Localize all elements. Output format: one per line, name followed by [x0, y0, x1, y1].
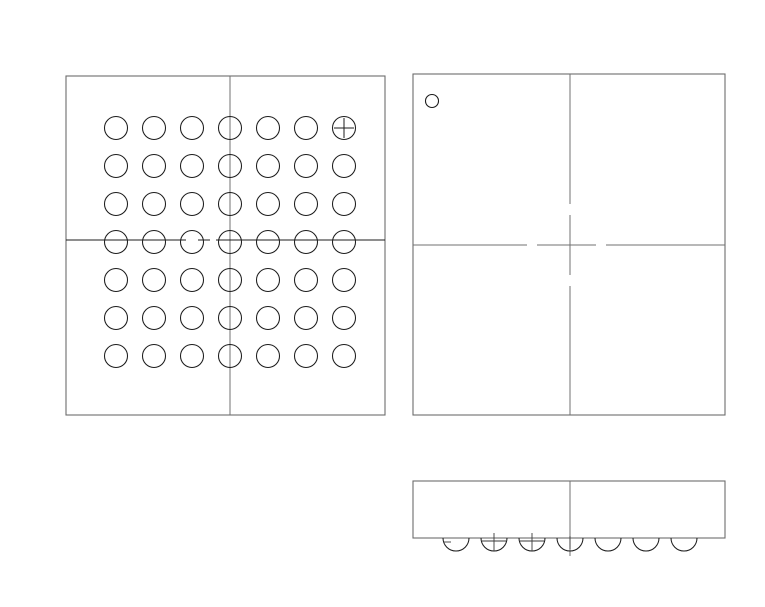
ball-pad: [293, 191, 319, 217]
ball-pad: [255, 267, 281, 293]
ball-pad: [141, 267, 167, 293]
ball-pad: [217, 305, 243, 331]
ball-pad: [141, 115, 167, 141]
ball-pad: [141, 191, 167, 217]
ball-pad: [331, 191, 357, 217]
ball-pad: [217, 229, 243, 255]
ball-pad: [331, 153, 357, 179]
ball-pad: [293, 343, 319, 369]
ball-pad: [103, 229, 129, 255]
ball-pad: [255, 229, 281, 255]
ball-pad: [103, 305, 129, 331]
ball-pad: [179, 267, 205, 293]
ball-pad: [217, 153, 243, 179]
ball-pad: [293, 229, 319, 255]
ball-pad: [331, 305, 357, 331]
ball-pad: [103, 191, 129, 217]
ball-pad: [217, 191, 243, 217]
ball-pad: [255, 343, 281, 369]
ball-pad: [293, 153, 319, 179]
pin1-indicator-circle: [424, 93, 440, 109]
ball-pad: [255, 115, 281, 141]
ball-pad: [293, 115, 319, 141]
ball-pad: [179, 191, 205, 217]
solder-ball-row: [442, 533, 698, 552]
side-view-outline: [412, 480, 726, 539]
ball-pad: [331, 229, 357, 255]
side-view-group: [412, 480, 726, 556]
ball-pad: [293, 267, 319, 293]
ball-pad: [179, 153, 205, 179]
ball-pad: [141, 229, 167, 255]
ball-pad: [179, 305, 205, 331]
solder-ball: [632, 537, 660, 552]
bottom-view-outline: [65, 75, 386, 416]
ball-pad: [179, 115, 205, 141]
ball-pad: [179, 229, 205, 255]
ball-pad: [255, 153, 281, 179]
ball-pad: [103, 343, 129, 369]
ball-pad: [141, 305, 167, 331]
ball-pad: [331, 267, 357, 293]
ball-pad: [255, 191, 281, 217]
ball-pad: [217, 343, 243, 369]
ball-pad: [255, 305, 281, 331]
bottom-view-group: [65, 75, 386, 416]
ball-grid: [103, 115, 357, 369]
ball-pad: [141, 343, 167, 369]
ball-pad: [217, 267, 243, 293]
ball-pad: [141, 153, 167, 179]
solder-ball: [442, 537, 470, 552]
ball-pad: [331, 343, 357, 369]
ball-pad: [103, 115, 129, 141]
pin1-crosshair-marker: [334, 118, 354, 138]
solder-ball: [670, 537, 698, 552]
top-view-group: [412, 73, 726, 416]
ball-pad: [331, 115, 357, 141]
ball-pad: [293, 305, 319, 331]
ball-pad: [179, 343, 205, 369]
solder-ball: [594, 537, 622, 552]
solder-ball: [556, 537, 584, 552]
ball-pad: [103, 267, 129, 293]
ball-pad: [217, 115, 243, 141]
ball-pad: [103, 153, 129, 179]
